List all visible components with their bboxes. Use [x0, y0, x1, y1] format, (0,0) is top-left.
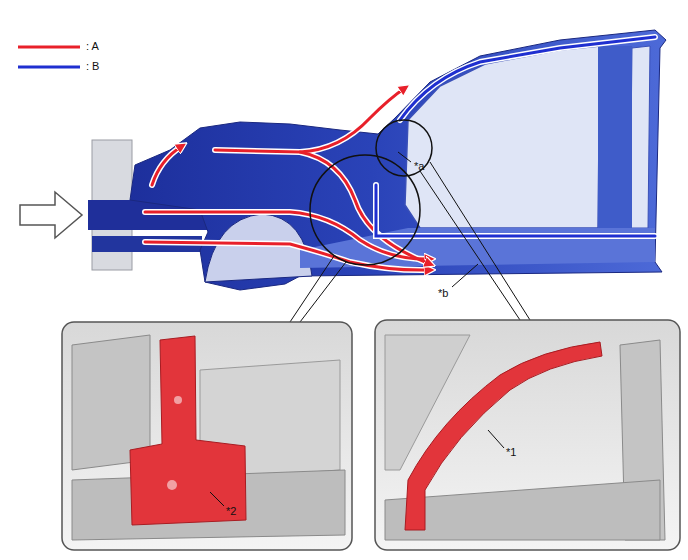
inset-frame-lower	[62, 322, 352, 550]
red-part-1	[405, 342, 602, 530]
label-leader	[398, 152, 411, 162]
label-leader	[210, 492, 224, 506]
inset-leader	[300, 262, 346, 322]
inset-frame-upper	[375, 320, 680, 550]
body-shell	[130, 30, 666, 290]
front-door-opening	[405, 46, 600, 228]
inset-leader	[430, 162, 530, 320]
legend-line-a	[18, 46, 80, 49]
callout-label: *1	[506, 446, 516, 459]
label-leader	[488, 430, 504, 448]
callout-circle-lower	[310, 155, 420, 265]
load-path-b	[376, 37, 655, 236]
hole	[174, 396, 182, 404]
inset-leader	[290, 256, 334, 322]
inset-floor	[385, 480, 660, 540]
red-part-2	[130, 336, 246, 525]
impact-arrow	[20, 192, 82, 238]
inset-leader	[420, 171, 520, 320]
callout-label: *b	[438, 287, 448, 300]
legend-text: : A	[86, 40, 99, 53]
rear-door-opening	[630, 46, 650, 228]
center-pillar	[598, 46, 632, 236]
callout-circle-upper	[376, 120, 432, 176]
legend-text: : B	[86, 60, 99, 73]
callout-label: *a	[414, 160, 424, 173]
label-leader	[452, 264, 478, 287]
legend-line-b	[18, 66, 80, 69]
load-path-a	[145, 88, 430, 270]
hole	[167, 480, 177, 490]
callout-label: *2	[226, 505, 236, 518]
